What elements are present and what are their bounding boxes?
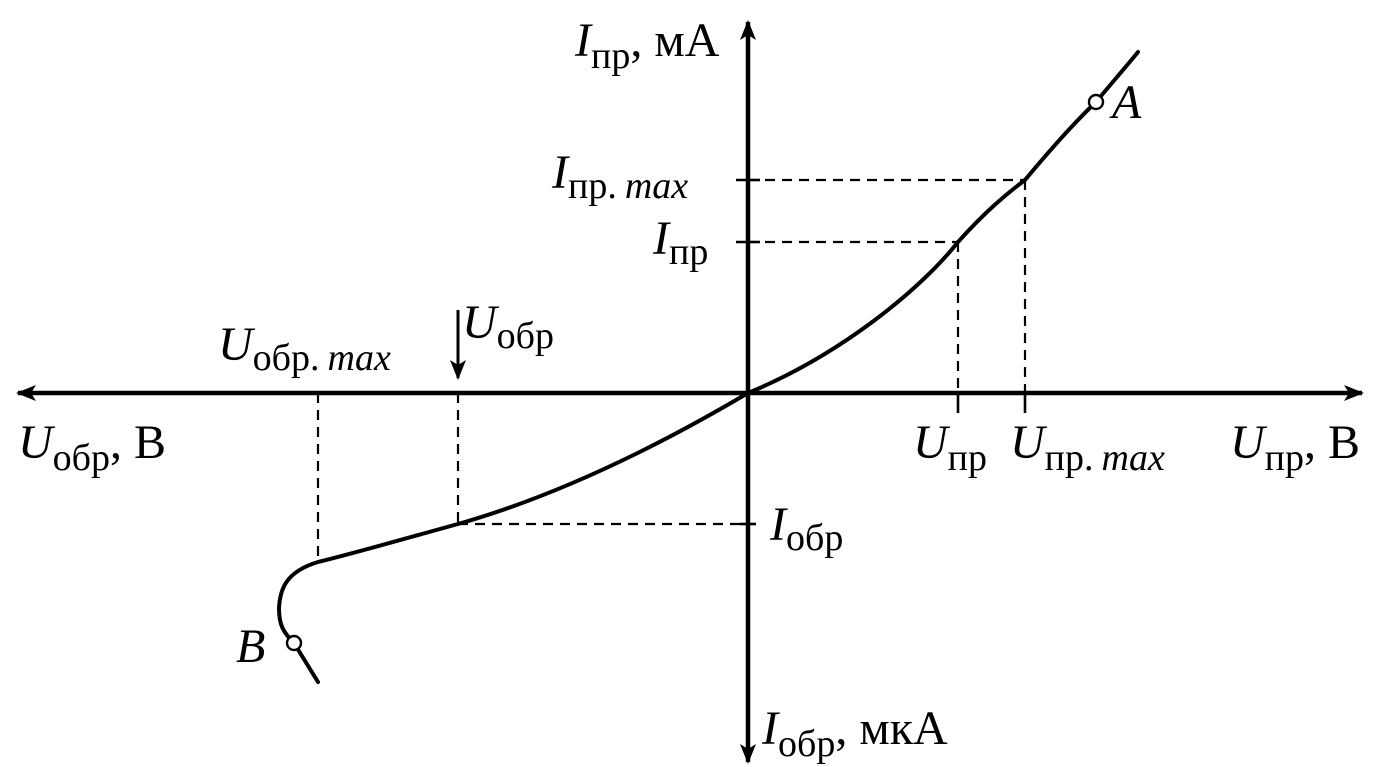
axis-label-reverse-voltage: Uобр, В [18,416,166,479]
iv-curve [746,50,1140,395]
label-uobr: Uобр [462,296,554,357]
point-a-marker [1087,93,1105,111]
point-a-label: A [1109,76,1142,129]
point-b-marker [285,634,303,652]
label-uobr-max: Uобр.max [218,318,391,379]
label-ipr-max: Iпр.max [551,146,688,207]
label-ipr: Iпр [652,212,708,273]
label-iobr: Iобр [769,498,843,559]
label-upr: Uпр [913,416,987,479]
label-upr-max: Uпр.max [1010,416,1165,479]
axis-label-forward-current: Iпр, мА [574,14,720,77]
axis-label-forward-voltage: Uпр, В [1230,416,1360,479]
axis-label-reverse-current: Iобр, мкА [761,702,948,765]
point-b-label: B [236,620,265,673]
iv-curve-reverse [277,391,750,684]
